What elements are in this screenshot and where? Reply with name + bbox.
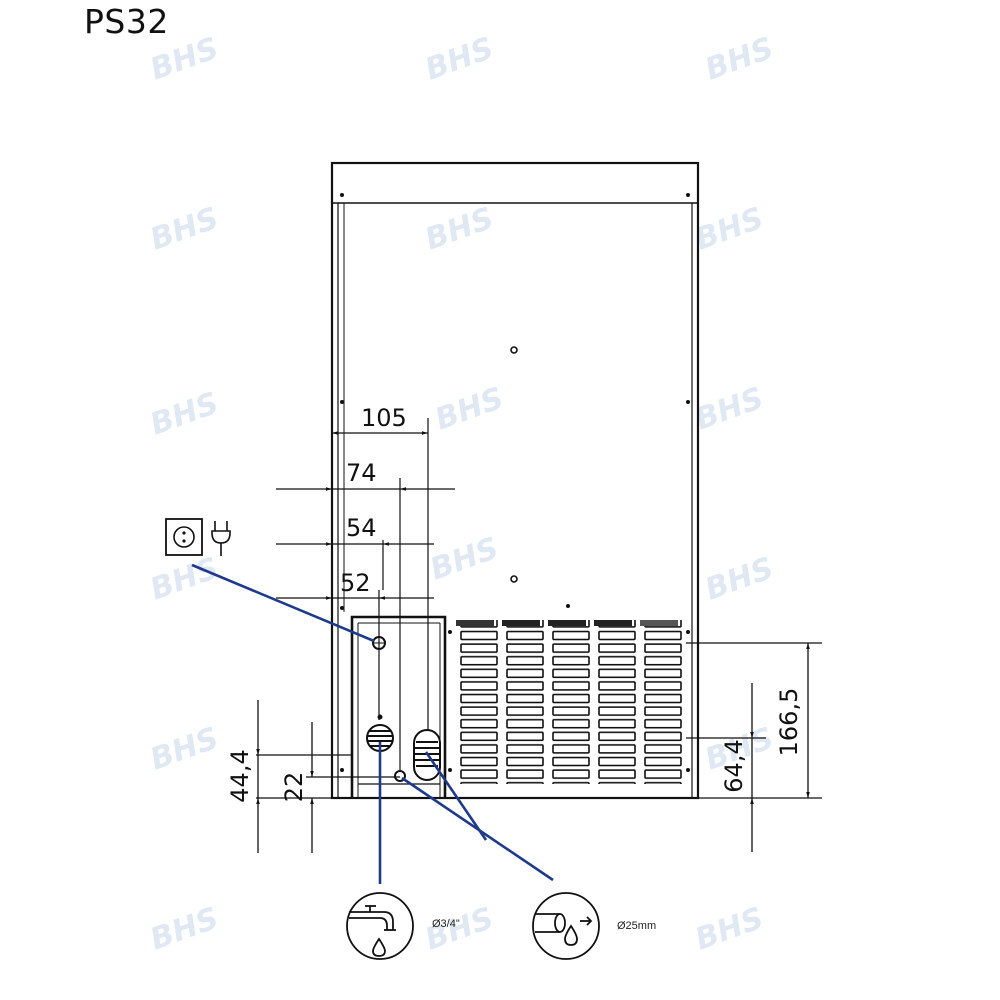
extension-lines: [378, 418, 429, 770]
dim-64-4-label: 64,4: [720, 739, 748, 792]
cabinet-outline: [330, 161, 700, 800]
svg-text:BHS: BHS: [146, 551, 223, 608]
svg-text:BHS: BHS: [146, 721, 223, 778]
svg-text:BHS: BHS: [431, 381, 508, 438]
svg-text:BHS: BHS: [146, 201, 223, 258]
dim-44-4-label: 44,4: [226, 749, 254, 802]
dim-52-label: 52: [340, 569, 371, 597]
drawing-title: PS32: [84, 2, 169, 41]
svg-text:BHS: BHS: [146, 901, 223, 958]
svg-text:BHS: BHS: [701, 31, 778, 88]
right-vertical-dimensions: [686, 642, 822, 852]
left-vertical-dimensions: [256, 700, 400, 853]
power-socket-icon: [165, 518, 203, 556]
dim-22-label: 22: [280, 772, 308, 803]
screw-dots: [340, 193, 690, 772]
svg-text:BHS: BHS: [691, 201, 768, 258]
plug-icon: [211, 521, 231, 556]
svg-text:BHS: BHS: [426, 531, 503, 588]
svg-text:BHS: BHS: [146, 386, 223, 443]
svg-text:BHS: BHS: [421, 31, 498, 88]
water-tap-icon: [346, 892, 414, 960]
horizontal-dimensions: [276, 431, 455, 600]
drain-label: Ø25mm: [617, 920, 656, 932]
water-inlet-label: Ø3/4": [432, 918, 460, 930]
ventilation-grille: [456, 620, 686, 784]
svg-text:BHS: BHS: [691, 901, 768, 958]
dim-74-label: 74: [346, 459, 377, 487]
svg-text:BHS: BHS: [701, 551, 778, 608]
leader-lines: [191, 563, 554, 884]
drain-pipe-icon: [532, 892, 600, 960]
dim-105-label: 105: [361, 404, 407, 432]
dim-54-label: 54: [346, 514, 377, 542]
svg-text:BHS: BHS: [691, 381, 768, 438]
drain-port: [394, 729, 441, 782]
svg-text:BHS: BHS: [146, 31, 223, 88]
svg-text:BHS: BHS: [421, 201, 498, 258]
dim-166-5-label: 166,5: [775, 688, 803, 757]
